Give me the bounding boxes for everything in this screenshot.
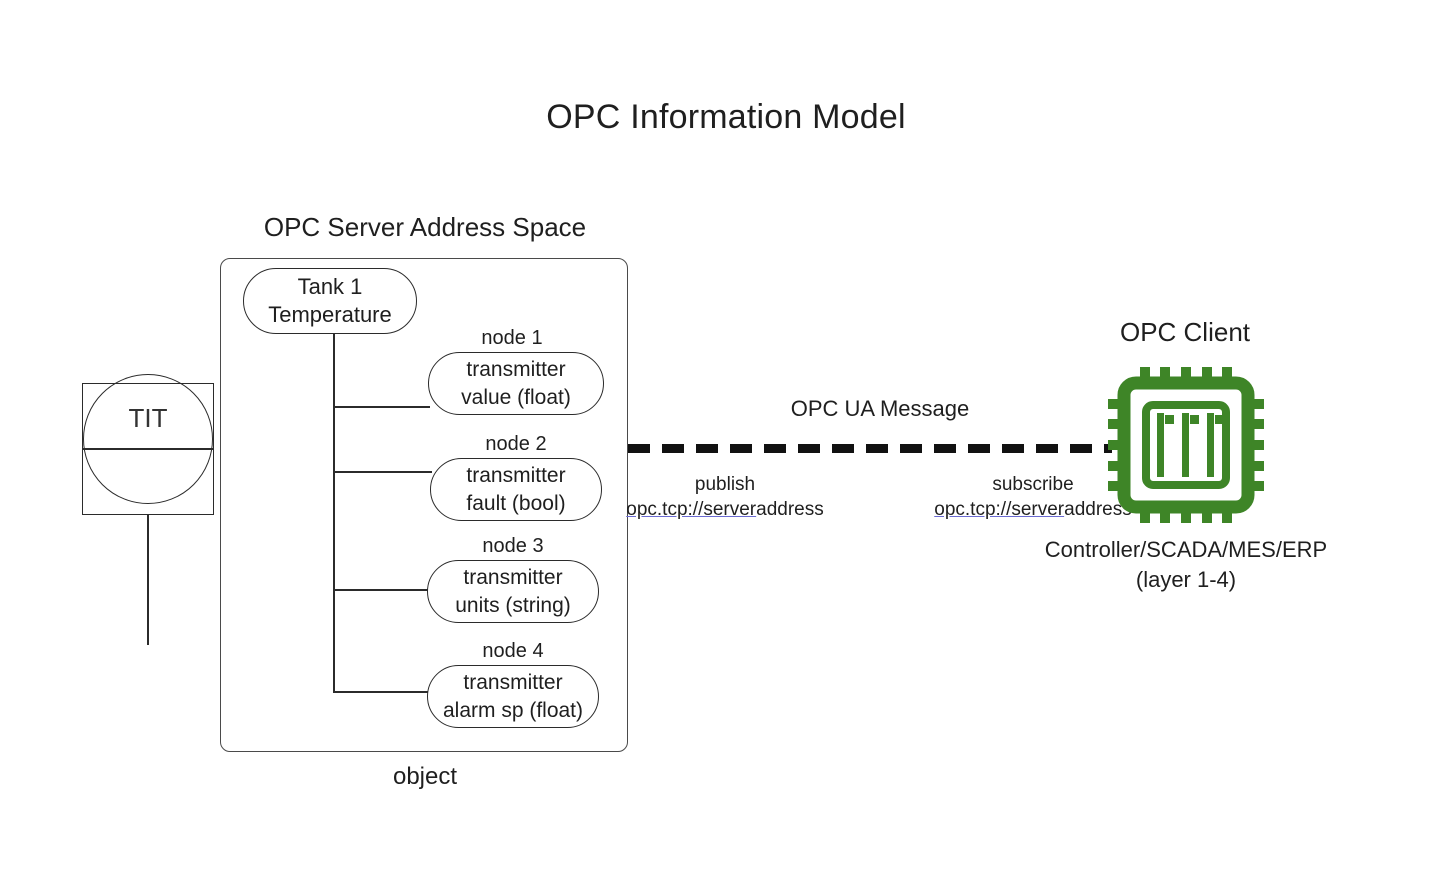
node-2-label-line-1: transmitter bbox=[466, 463, 566, 487]
publish-verb-label: publish bbox=[694, 474, 756, 495]
publish-uri: opc.tcp://serveraddress bbox=[600, 497, 850, 522]
instrument-circle bbox=[83, 374, 213, 504]
tree-trunk-line bbox=[333, 333, 335, 693]
node-1-label-line-2: value (float) bbox=[461, 385, 571, 409]
tree-branch-node-4 bbox=[333, 691, 429, 693]
publish-endpoint: publish opc.tcp://serveraddress bbox=[600, 472, 850, 522]
address-space-caption: OPC Server Address Space bbox=[263, 212, 587, 242]
page-title: OPC Information Model bbox=[546, 98, 906, 136]
subscribe-uri: opc.tcp://serveraddress bbox=[908, 497, 1158, 522]
cpu-chip-icon bbox=[1108, 367, 1264, 523]
publish-uri-suffix: address bbox=[756, 499, 824, 520]
opc-ua-message-link bbox=[628, 444, 1112, 453]
node-3-transmitter-units[interactable]: transmitter units (string) bbox=[427, 560, 599, 623]
node-3-label-line-2: units (string) bbox=[455, 593, 571, 617]
client-subtitle-line-1: Controller/SCADA/MES/ERP bbox=[1044, 537, 1328, 562]
publish-uri-link[interactable]: opc.tcp://server bbox=[626, 499, 757, 520]
address-space-container bbox=[220, 258, 628, 752]
node-2-label-line-2: fault (bool) bbox=[466, 491, 566, 515]
tree-branch-node-3 bbox=[333, 589, 429, 591]
tree-branch-node-2 bbox=[333, 471, 432, 473]
instrument-stem bbox=[147, 515, 149, 645]
node-2-transmitter-fault[interactable]: transmitter fault (bool) bbox=[430, 458, 602, 521]
node-1-transmitter-value[interactable]: transmitter value (float) bbox=[428, 352, 604, 415]
node-4-label-line-1: transmitter bbox=[463, 670, 563, 694]
node-1-caption: node 1 bbox=[481, 327, 543, 349]
root-node-label-line-1: Tank 1 bbox=[297, 274, 363, 299]
subscribe-endpoint: subscribe opc.tcp://serveraddress bbox=[908, 472, 1158, 522]
node-4-transmitter-alarm-sp[interactable]: transmitter alarm sp (float) bbox=[427, 665, 599, 728]
object-caption: object bbox=[392, 763, 458, 790]
subscribe-uri-link[interactable]: opc.tcp://server bbox=[934, 499, 1065, 520]
instrument-tag-label: TIT bbox=[128, 403, 168, 433]
root-node-label-line-2: Temperature bbox=[268, 302, 392, 327]
opc-client-title: OPC Client bbox=[1119, 317, 1251, 347]
subscribe-uri-suffix: address bbox=[1064, 499, 1132, 520]
instrument-divider bbox=[83, 448, 213, 450]
node-tank-1-temperature[interactable]: Tank 1 Temperature bbox=[243, 268, 417, 334]
node-2-caption: node 2 bbox=[485, 433, 547, 455]
client-subtitle: Controller/SCADA/MES/ERP (layer 1-4) bbox=[1000, 535, 1372, 595]
instrument-bubble-icon: TIT bbox=[82, 374, 214, 515]
tree-branch-node-1 bbox=[333, 406, 430, 408]
node-4-caption: node 4 bbox=[482, 640, 544, 662]
node-4-label-line-2: alarm sp (float) bbox=[442, 698, 584, 722]
node-1-label-line-1: transmitter bbox=[466, 357, 566, 381]
subscribe-verb-label: subscribe bbox=[992, 474, 1074, 495]
opc-ua-message-label: OPC UA Message bbox=[790, 396, 970, 421]
node-3-caption: node 3 bbox=[482, 535, 544, 557]
client-subtitle-line-2: (layer 1-4) bbox=[1135, 567, 1237, 592]
node-3-label-line-1: transmitter bbox=[463, 565, 563, 589]
